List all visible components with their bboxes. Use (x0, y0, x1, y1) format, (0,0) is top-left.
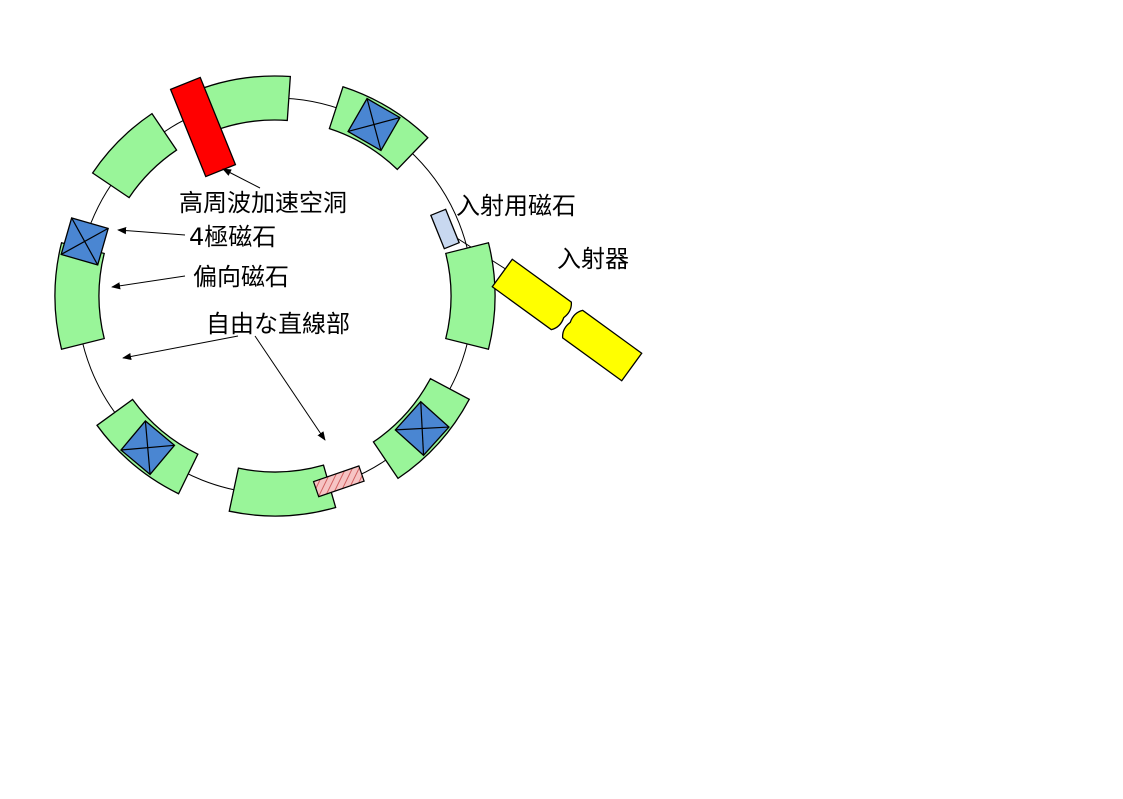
arrows (111, 168, 326, 441)
bending-magnet (91, 112, 178, 199)
bending-magnet (444, 241, 496, 351)
bending-magnet (228, 464, 337, 517)
quadrupole-magnet (60, 217, 109, 266)
arrow-straight-bottom (254, 335, 326, 441)
arrow-quadrupole (117, 227, 186, 236)
label-injection-magnet: 入射用磁石 (456, 192, 576, 220)
storage-ring (54, 75, 496, 517)
quadrupole-magnet (120, 419, 176, 476)
arrow-bending (111, 275, 186, 290)
free-straight-section (312, 465, 365, 498)
label-bending-magnet: 偏向磁石 (193, 263, 289, 291)
label-free-straight-section: 自由な直線部 (206, 310, 350, 338)
label-injector: 入射器 (557, 245, 629, 273)
arrow-rf-cavity (222, 168, 261, 189)
rf-cavity (169, 76, 237, 178)
quadrupole-magnet (394, 400, 450, 457)
label-quadrupole-magnet: 4極磁石 (189, 223, 276, 251)
label-rf-cavity: 高周波加速空洞 (179, 189, 347, 217)
quadrupole-magnet (347, 97, 401, 152)
injection-magnet (429, 208, 461, 250)
injector (491, 258, 643, 382)
arrow-straight-left (122, 335, 239, 361)
